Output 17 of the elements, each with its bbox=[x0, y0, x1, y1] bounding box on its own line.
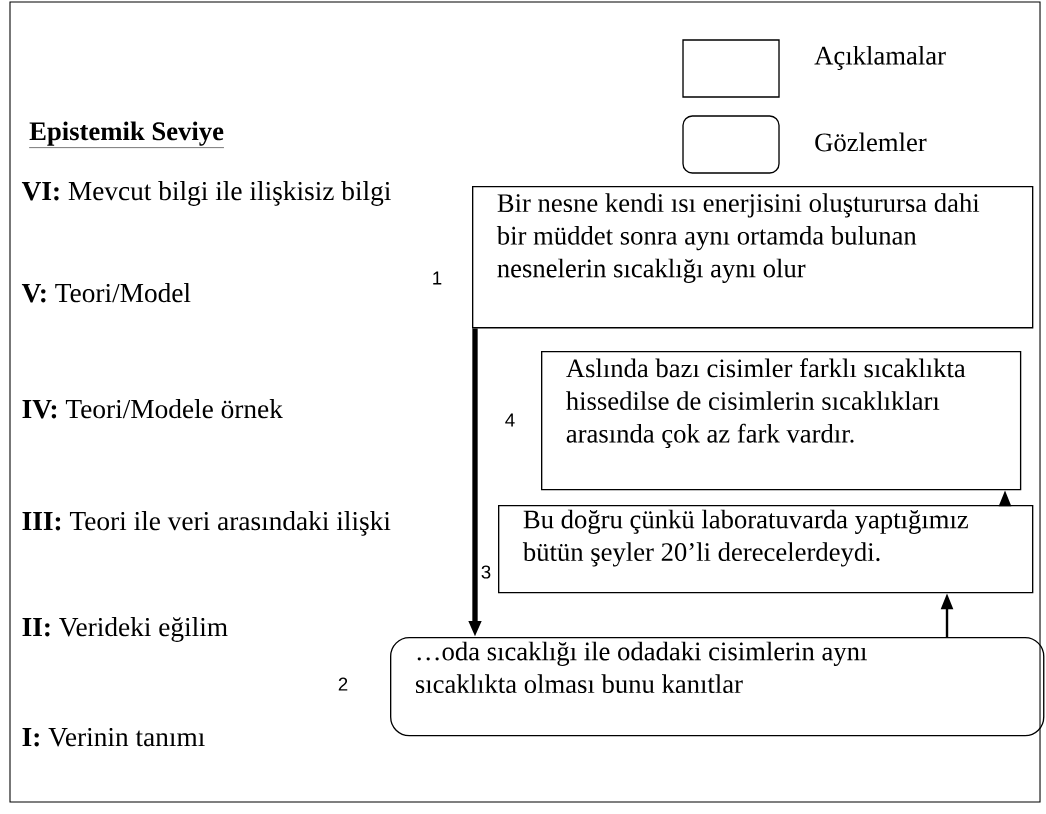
explanation-box: Bir nesne kendi ısı enerjisini oluşturursa dahi bir müddet sonra aynı ortamda bulunan nesnelerin sıcaklığı aynı olur bbox=[472, 186, 1034, 329]
level-number: 3 bbox=[481, 565, 491, 579]
level-number: 2 bbox=[338, 677, 348, 691]
level-label: I: Verinin tanımı bbox=[20, 726, 207, 748]
level-label: VI: Mevcut bilgi ile ilişkisiz bilgi bbox=[20, 179, 393, 208]
level-number: 4 bbox=[505, 413, 515, 427]
level-label: III: Teori ile veri arasındaki ilişki bbox=[20, 509, 393, 538]
legend-text: Açıklamalar bbox=[814, 45, 946, 71]
legend-text: Gözlemler bbox=[815, 132, 927, 152]
explanation-box: Aslında bazı cisimler farklı sıcaklıkta hissedilse de cisimlerin sıcaklıkları arasında çok az fark vardır. bbox=[541, 351, 1022, 491]
heading: Epistemik Seviye bbox=[28, 121, 225, 148]
level-label: V: Teori/Model bbox=[20, 281, 193, 304]
explanation-box: Bu doğru çünkü laboratuvarda yaptığımız bütün şeyler 20’li derecelerdeydi. bbox=[498, 505, 1034, 594]
level-label: II: Verideki eğilim bbox=[20, 615, 230, 644]
observation-box: …oda sıcaklığı ile odadaki cisimlerin aynı sıcaklıkta olması bunu kanıtlar bbox=[390, 637, 1045, 737]
level-number: 1 bbox=[433, 271, 442, 285]
level-label: IV: Teori/Modele örnek bbox=[20, 397, 285, 420]
